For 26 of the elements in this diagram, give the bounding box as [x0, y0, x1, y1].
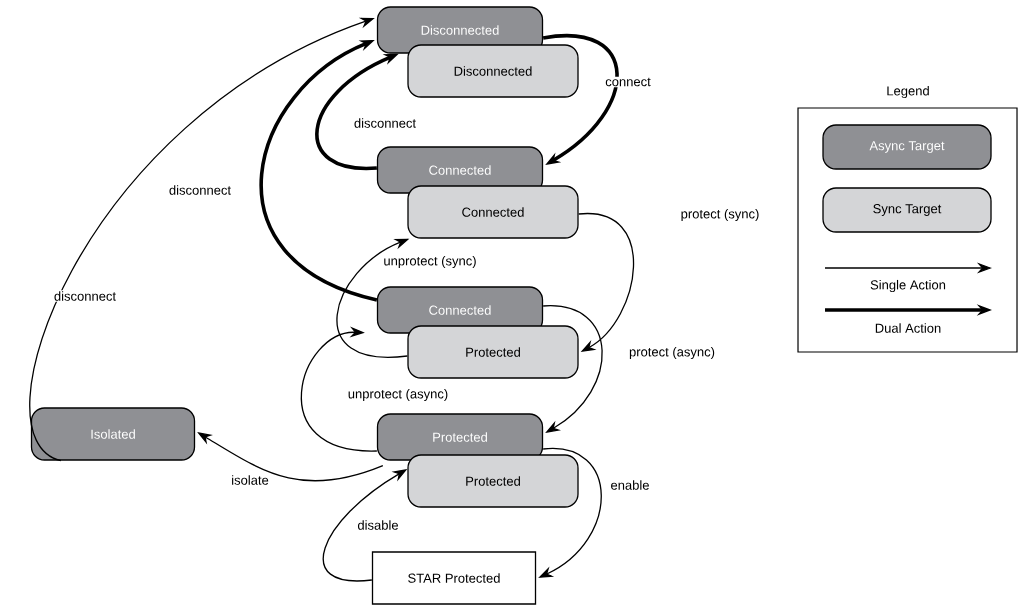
- arrow: [578, 213, 635, 352]
- edge-label: enable: [609, 479, 651, 491]
- legend-label: Dual Action: [875, 323, 941, 333]
- arrow: [259, 40, 378, 302]
- arrow: [300, 326, 378, 452]
- edge-label: isolate: [230, 474, 270, 486]
- edge-label: connect: [604, 76, 652, 88]
- state-box: Protected: [407, 454, 579, 508]
- state-box: Protected: [407, 325, 579, 379]
- state-box: Isolated: [30, 407, 196, 461]
- legend-label: Single Action: [870, 279, 946, 293]
- state-box: Connected: [407, 185, 579, 239]
- state-box: STAR Protected: [371, 551, 537, 605]
- arrow: [542, 34, 619, 165]
- edge-label: protect (async): [628, 345, 716, 361]
- edge-label: unprotect (async): [346, 387, 450, 403]
- legend-title: Legend: [887, 85, 929, 99]
- edge-label: disconnect: [52, 290, 118, 302]
- edge-label: protect (sync): [679, 207, 761, 223]
- arrow: [542, 305, 603, 433]
- state-box: Disconnected: [407, 44, 579, 98]
- edge-label: unprotect (sync): [382, 254, 478, 270]
- edge-label: disconnect: [167, 184, 233, 196]
- edge-label: disable: [356, 519, 400, 531]
- edge-label: disconnect: [352, 117, 418, 129]
- state-box: Protected: [376, 413, 544, 461]
